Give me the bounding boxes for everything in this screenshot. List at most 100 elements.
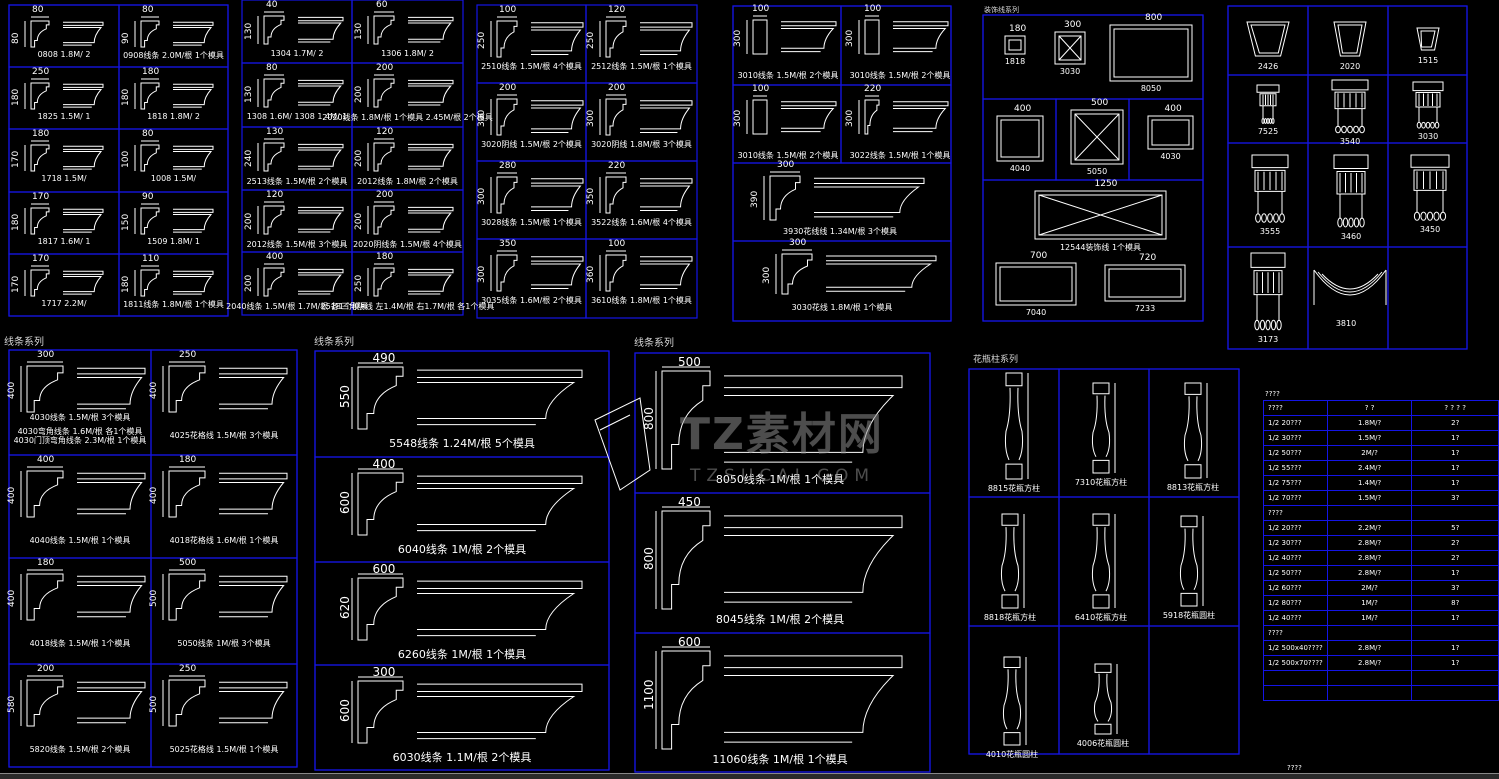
group-a-caption-7: 1509 1.8M/ 1 (147, 237, 200, 246)
price-table-cell: 1/2 70??? (1263, 490, 1328, 506)
capital-5-bead (1430, 121, 1435, 129)
watermark-logo-icon (594, 397, 651, 491)
group-d-item-0-profile (752, 19, 768, 55)
group-d-item-1-width-label: 100 (864, 4, 882, 14)
price-table-cell: ? ? ? ? (1411, 400, 1499, 416)
group-a-item-0-width-label: 80 (32, 5, 44, 15)
bottom-b-item-0-profile (357, 366, 404, 430)
group-d-item-3-height-label: 300 (845, 109, 855, 127)
price-table-cell: 1? (1411, 565, 1499, 581)
group-a-item-8-height-label: 170 (11, 275, 21, 293)
bottom-c-item-2-profile (661, 650, 711, 750)
group-d-caption-1: 3010线条 1.5M/根 2个模具 (849, 71, 951, 80)
baluster-1-base (1092, 459, 1110, 474)
bottom-c-item-1-elevation-mid (724, 535, 895, 593)
group-b-item-6-elevation-mid (298, 212, 342, 230)
price-table-cell: 3? (1411, 580, 1499, 596)
group-a-item-5-profile (140, 144, 160, 172)
group-b-caption-7: 2020阴线条 1.5M/根 4个模具 (353, 240, 462, 249)
group-a-caption-9: 1811线条 1.8M/根 1个模具 (123, 300, 224, 309)
capital-7-bead (1348, 217, 1354, 228)
baluster-0-body (1004, 387, 1024, 461)
price-table-cell: 2.8M/? (1326, 550, 1413, 566)
group-a-item-2-height-label: 180 (11, 88, 21, 106)
capital-7-abacus (1333, 154, 1369, 169)
group-c-caption-0: 2510线条 1.5M/根 4个模具 (481, 62, 582, 71)
bottom-b-item-3-height-label: 600 (338, 699, 352, 722)
capital-8-caption: 3450 (1419, 225, 1441, 234)
drape-caption: 3810 (1335, 319, 1357, 328)
group-c-item-0-width-label: 100 (499, 5, 517, 15)
group-b-item-2-elevation-mid (298, 85, 342, 103)
baluster-4-caption: 6410花瓶方柱 (1074, 613, 1128, 622)
group-c-item-5-width-label: 220 (608, 161, 626, 171)
baluster-5-top (1180, 515, 1198, 528)
capital-8-bead (1433, 211, 1440, 221)
group-c-item-0-elevation-mid (531, 29, 582, 52)
group-a-item-4-width-label: 180 (32, 129, 50, 139)
price-table-row: 1/2 40???2.8M/?2? (1263, 550, 1499, 566)
group-a-item-0-elevation-mid (63, 27, 103, 44)
group-a-item-6-width-label: 170 (32, 192, 50, 202)
group-c-item-2-height-label: 300 (477, 109, 487, 127)
group-c-item-5-height-label: 350 (586, 187, 596, 205)
baluster-0-caption: 8815花瓶方柱 (987, 484, 1041, 493)
group-b-item-6-elevation-top (298, 206, 344, 212)
price-table-cell: 2.8M/? (1326, 640, 1413, 656)
bottom-c-item-2-width-label: 600 (678, 635, 701, 649)
bottom-a-item-2-elevation-mid (77, 482, 143, 510)
price-table-title: ???? (1265, 390, 1280, 398)
capital-8-bead (1420, 211, 1427, 221)
group-b-item-1-width-label: 60 (376, 0, 388, 10)
group-c-item-7-elevation-mid (640, 263, 691, 286)
capital-9-bead (1259, 319, 1266, 331)
group-b-item-6-width-label: 120 (266, 190, 284, 200)
bottom-a-item-3-elevation-top (219, 472, 288, 480)
bottom-c-item-0-height-label: 800 (642, 407, 656, 430)
group-d-item-2-elevation-top (781, 101, 837, 107)
panel-2-width-label: 800 (1145, 13, 1163, 23)
bottom-c-item-1-height-label: 800 (642, 547, 656, 570)
price-table-row: ???? (1263, 505, 1499, 521)
group-b-item-0-elevation-top (298, 16, 344, 22)
price-table-cell: 1/2 500x70???? (1263, 655, 1328, 671)
section-title-moldings-3: 线条系列 (634, 338, 674, 349)
capital-9-caption: 3173 (1257, 335, 1279, 344)
panel-4-outer (1070, 109, 1124, 165)
bottom-a-item-1-width-label: 250 (179, 350, 197, 360)
group-c-item-0-elevation-top (531, 22, 584, 28)
group-b-caption-2: 1308 1.6M/ 1308 1.4M/ 1 (246, 112, 348, 121)
group-b-item-5-profile (373, 142, 395, 172)
group-c-item-4-elevation-mid (531, 185, 582, 208)
group-b-item-4-height-label: 240 (244, 149, 254, 167)
panel-8-caption: 7233 (1134, 304, 1156, 313)
group-c-item-3-height-label: 300 (586, 109, 596, 127)
horizontal-scrollbar[interactable] (0, 773, 1499, 779)
bottom-a-item-5-elevation-mid (219, 585, 285, 613)
panel-5-outer (1147, 115, 1194, 150)
capital-8-bead (1426, 211, 1434, 221)
panel-8-inner (1108, 268, 1182, 298)
group-b-item-1-elevation-top (408, 16, 454, 22)
group-a-item-6-height-label: 180 (11, 213, 21, 231)
capital-5-bead (1434, 121, 1440, 129)
group-a-item-5-height-label: 100 (121, 150, 131, 168)
capital-9-bead (1276, 319, 1282, 331)
group-c-item-6-elevation-mid (531, 263, 582, 286)
group-b-item-5-elevation-mid (408, 149, 452, 167)
price-table-cell: 1.4M/? (1326, 475, 1413, 491)
bottom-a-item-1-height-label: 400 (149, 381, 159, 399)
baluster-5-body (1179, 528, 1199, 591)
baluster-4-top (1092, 513, 1110, 526)
bottom-a-item-0-height-label: 400 (7, 381, 17, 399)
baluster-2-caption: 8813花瓶方柱 (1166, 483, 1220, 492)
capital-4-bead (1341, 125, 1347, 134)
capital-6-abacus (1251, 154, 1289, 169)
group-a-item-0-profile (30, 20, 50, 48)
capital-9-bead (1270, 319, 1277, 331)
bottom-c-item-2-height-label: 1100 (642, 679, 656, 710)
bottom-b-item-3-elevation-mid (417, 696, 576, 733)
price-table-cell: 1? (1411, 655, 1499, 671)
group-a-item-7-elevation-mid (173, 214, 213, 231)
group-a-item-7-profile (140, 207, 160, 235)
